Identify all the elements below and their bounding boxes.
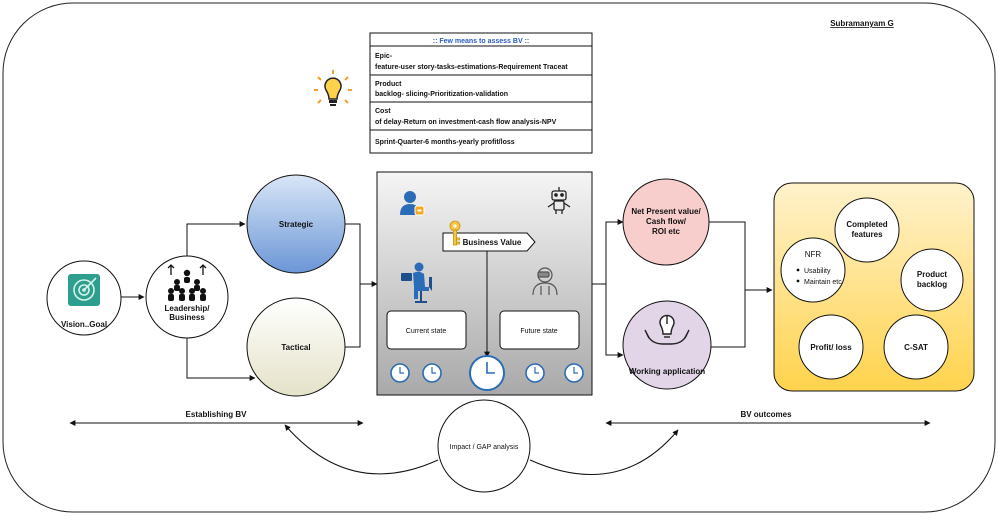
outcomes-box: Completed features NFR Usability Maintai…: [773, 182, 975, 392]
future-state-box: [499, 310, 580, 350]
business-value-tag: [442, 232, 536, 252]
person-at-desk-icon: [401, 262, 432, 303]
vision-label: Vision..Goal: [61, 320, 107, 329]
npv-label-3: ROI etc: [652, 227, 681, 236]
assess-row2-l2: backlog- slicing-Prioritization-validati…: [375, 91, 508, 98]
nfr-item-maintain: Maintain etc: [804, 279, 842, 286]
nfr-bullet: [796, 268, 800, 272]
center-to-npv-arrow: [592, 219, 624, 285]
business-value-label: Business Value: [463, 238, 522, 247]
team-icon: [167, 264, 207, 301]
leadership-label-2: Business: [169, 313, 205, 322]
assess-row3-l1: Cost: [375, 108, 391, 115]
future-state-label: Future state: [520, 328, 557, 335]
product-backlog-node: [900, 248, 964, 312]
impact-node: Impact / GAP analysis: [437, 399, 531, 493]
profit-loss-node: [798, 314, 864, 380]
robot-icon: [547, 187, 571, 214]
clock-icon: [390, 363, 410, 383]
nfr-node: [780, 237, 846, 303]
tactical-label: Tactical: [281, 343, 310, 352]
assess-row1-l1: Epic-: [375, 53, 393, 60]
assess-row3-l2: of delay-Return on investment-cash flow …: [375, 119, 557, 126]
establishing-bv-label: Establishing BV: [186, 410, 248, 419]
working-app-label: Working application: [629, 367, 705, 376]
completed-features-node: [834, 197, 900, 263]
csat-node: [883, 314, 949, 380]
leadership-to-tactical-arrow: [186, 338, 256, 381]
clock-icon: [469, 355, 505, 391]
assess-row1-l2: feature-user story-tasks-estimations-Req…: [375, 64, 568, 71]
working-to-outcomes-line: [711, 290, 746, 348]
center-box: Business Value Current s: [376, 171, 593, 396]
npv-to-outcomes-arrow: [709, 221, 773, 293]
clock-icon: [525, 363, 545, 383]
lightbulb-icon: [314, 70, 352, 106]
leadership-label-1: Leadership/: [165, 304, 211, 313]
nfr-bullet: [796, 279, 800, 283]
profit-loss-label: Profit/ loss: [810, 343, 852, 352]
completed-features-label-2: features: [851, 230, 883, 239]
current-state-box: [386, 310, 467, 350]
strategic-node: Strategic: [246, 174, 346, 274]
assess-row4-l1: Sprint-Quarter-6 months-yearly profit/lo…: [375, 139, 515, 146]
bv-outcomes-label: BV outcomes: [740, 410, 792, 419]
clock-icon: [422, 363, 442, 383]
nfr-item-usability: Usability: [804, 268, 831, 275]
center-to-working-arrow: [605, 284, 624, 358]
author-name: Subramanyam G: [830, 19, 894, 28]
strategic-label: Strategic: [279, 220, 314, 229]
key-icon: [449, 220, 461, 246]
assess-box: :: Few means to assess BV :: Epic- featu…: [369, 32, 593, 154]
product-backlog-label-2: backlog: [917, 280, 947, 289]
vr-person-icon: [532, 267, 558, 296]
leadership-node: Leadership/ Business: [145, 255, 229, 339]
user-badge-icon: [400, 191, 425, 216]
impact-to-establishing-arrow: [284, 424, 439, 475]
completed-features-label-1: Completed: [846, 220, 887, 229]
assess-row2-l1: Product: [375, 81, 402, 88]
vision-node: Vision..Goal: [46, 260, 122, 336]
csat-label: C-SAT: [904, 343, 928, 352]
nfr-title: NFR: [805, 250, 822, 259]
lightbulb-hands-icon: [644, 314, 690, 345]
impact-label: Impact / GAP analysis: [450, 444, 519, 451]
npv-label-1: Net Present value/: [631, 207, 701, 216]
vision-target-icon: [68, 274, 100, 306]
impact-to-outcomes-arrow: [529, 429, 679, 476]
strategic-to-center-arrow: [345, 223, 378, 287]
product-backlog-label-1: Product: [917, 270, 948, 279]
leadership-to-strategic-arrow: [186, 221, 246, 256]
working-app-node: Working application: [622, 300, 712, 390]
current-state-label: Current state: [406, 328, 447, 335]
tactical-node: Tactical: [246, 297, 346, 397]
clock-icon: [564, 363, 584, 383]
npv-node: Net Present value/ Cash flow/ ROI etc: [622, 178, 710, 266]
npv-label-2: Cash flow/: [646, 217, 687, 226]
tactical-to-center-line: [345, 284, 361, 348]
assess-title: :: Few means to assess BV ::: [433, 38, 529, 45]
